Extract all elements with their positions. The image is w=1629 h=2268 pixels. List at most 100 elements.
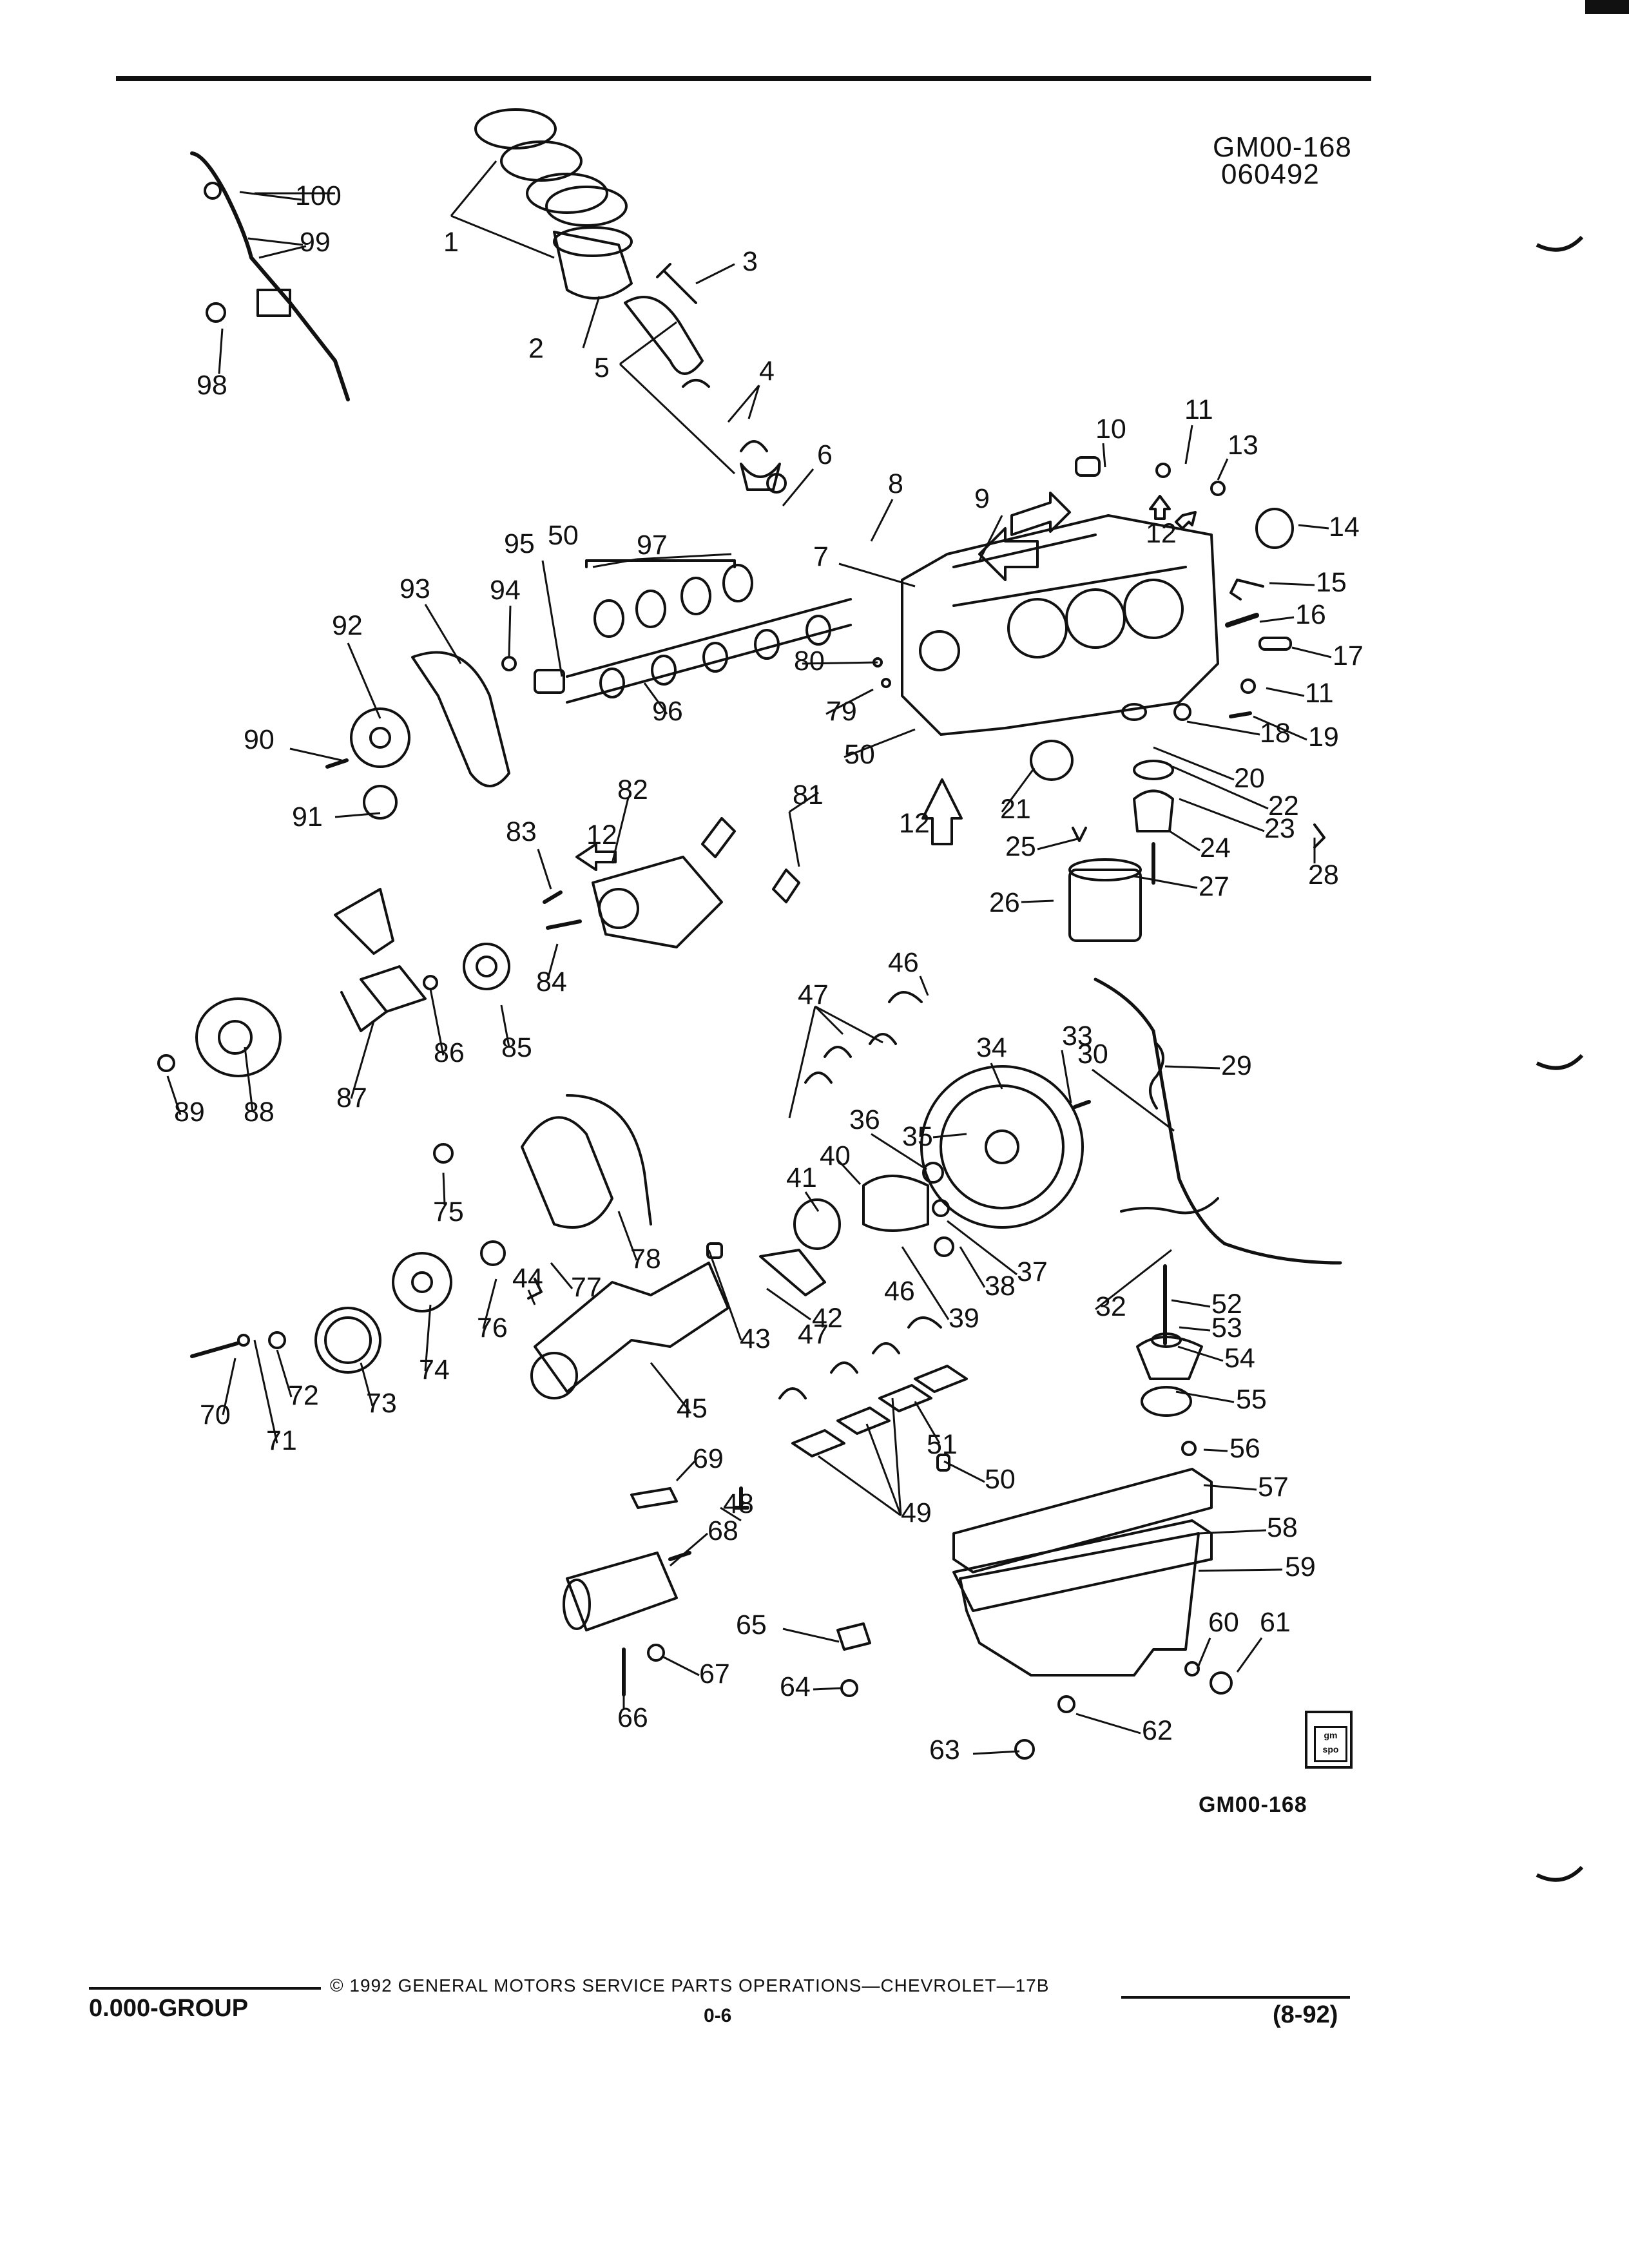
leader-line-12 [838, 562, 916, 588]
oil-pan [959, 1532, 1200, 1677]
leader-line-58 [843, 728, 916, 758]
leader-line-27 [1172, 765, 1269, 810]
leader-line-29 [1169, 830, 1200, 852]
figure-label: GM00-168 [1199, 1792, 1307, 1817]
leader-line-9 [619, 363, 736, 475]
piston-ring-3 [526, 173, 608, 214]
water-pump-gasket-1 [701, 817, 736, 858]
leader-line-97 [350, 1021, 375, 1099]
leader-line-62 [1179, 1326, 1211, 1332]
callout-37: 37 [1017, 1256, 1048, 1287]
leader-line-88 [825, 688, 874, 715]
callout-82: 82 [617, 774, 648, 805]
leader-line-76 [663, 1656, 700, 1677]
callout-97: 97 [637, 530, 668, 561]
margin-mark-2 [1536, 1053, 1584, 1070]
leader-line-39 [932, 1133, 967, 1139]
callout-5: 5 [594, 352, 610, 383]
retainer-nut [932, 1199, 950, 1217]
leader-line-81 [276, 1349, 293, 1398]
leader-line-67 [1198, 1529, 1267, 1535]
main-bearing-upper-2 [804, 1072, 833, 1084]
pan-plug [1014, 1739, 1035, 1760]
callout-69: 69 [693, 1443, 724, 1474]
block-drain-bolt [1229, 711, 1252, 718]
leader-line-80 [253, 1340, 278, 1444]
dipstick-handle [204, 182, 222, 200]
callout-28: 28 [1308, 860, 1339, 890]
callout-54: 54 [1224, 1343, 1255, 1374]
sprocket-bolt [325, 758, 349, 769]
leader-line-51 [788, 1006, 816, 1119]
starter-solenoid [668, 1551, 691, 1561]
oil-filter-top [1068, 858, 1142, 881]
callout-87: 87 [336, 1082, 367, 1113]
leader-line-61 [1171, 1299, 1211, 1308]
leader-line-24 [1253, 715, 1307, 741]
harmonic-balancer [392, 1252, 452, 1312]
main-bearing-lower-1 [907, 1316, 942, 1329]
leader-line-107 [592, 558, 637, 568]
leader-line-55 [818, 1455, 901, 1517]
direction-arrow-pump [575, 843, 617, 871]
oil-pump-screen [1141, 1386, 1192, 1417]
engine-block [901, 514, 1219, 736]
piston [553, 231, 633, 300]
leader-line-35 [1092, 1068, 1175, 1132]
leader-line-85 [482, 1278, 497, 1329]
leader-line-16 [1184, 425, 1193, 465]
leader-line-69 [1196, 1637, 1211, 1669]
leader-line-40 [871, 1133, 927, 1171]
callout-77: 77 [571, 1272, 602, 1303]
callout-45: 45 [677, 1393, 708, 1424]
callout-25: 25 [1005, 831, 1036, 862]
rear-seal [1030, 740, 1074, 781]
callout-21: 21 [1000, 794, 1031, 825]
callout-88: 88 [244, 1097, 275, 1128]
callout-8: 8 [888, 468, 903, 499]
leader-line-87 [617, 1211, 638, 1261]
callout-39: 39 [949, 1303, 979, 1334]
flywheel-face [940, 1084, 1065, 1209]
balancer-bolt [190, 1341, 239, 1358]
top-rule [116, 76, 1371, 81]
dipstick-bolt [206, 302, 226, 323]
fan-pulley [463, 943, 510, 990]
callout-96: 96 [652, 696, 683, 727]
leader-line-44 [836, 1158, 862, 1186]
rear-main-seal [793, 1198, 841, 1250]
leader-line-63 [1177, 1345, 1224, 1362]
callout-7: 7 [813, 541, 829, 572]
main-bearing-cap-1 [791, 1429, 845, 1457]
leader-line-72 [972, 1750, 1020, 1755]
callout-43: 43 [740, 1323, 771, 1354]
block-plug-rear [1240, 678, 1256, 694]
leader-line-91 [788, 811, 800, 867]
engine-harness [1094, 977, 1342, 1265]
flywheel-bolt [1073, 1100, 1091, 1109]
callout-70: 70 [200, 1399, 231, 1430]
leader-line-56 [865, 1423, 902, 1516]
footer-page-number: 0-6 [704, 2005, 732, 2026]
callout-11-block: 11 [1305, 678, 1334, 709]
leader-line-109 [218, 328, 224, 374]
main-cap-bolt [733, 1486, 749, 1510]
leader-line-90 [789, 791, 819, 813]
timing-cover [521, 1116, 613, 1229]
camshaft-journal-4 [754, 629, 780, 660]
water-pump-gasket-2 [772, 869, 800, 903]
crank-key [706, 1242, 723, 1259]
callout-6: 6 [817, 439, 833, 470]
callout-94: 94 [490, 575, 521, 606]
starter-bolt-lower [647, 1644, 665, 1662]
callout-56: 56 [1229, 1433, 1260, 1464]
flywheel-hub [985, 1129, 1019, 1164]
core-plug [1255, 508, 1294, 549]
leader-line-36 [1095, 1249, 1172, 1311]
oil-filter-adapter-tube [1121, 703, 1147, 721]
crankshaft-sprocket [363, 785, 398, 820]
leader-line-108 [636, 553, 732, 561]
rod-bearing-upper [682, 379, 710, 388]
